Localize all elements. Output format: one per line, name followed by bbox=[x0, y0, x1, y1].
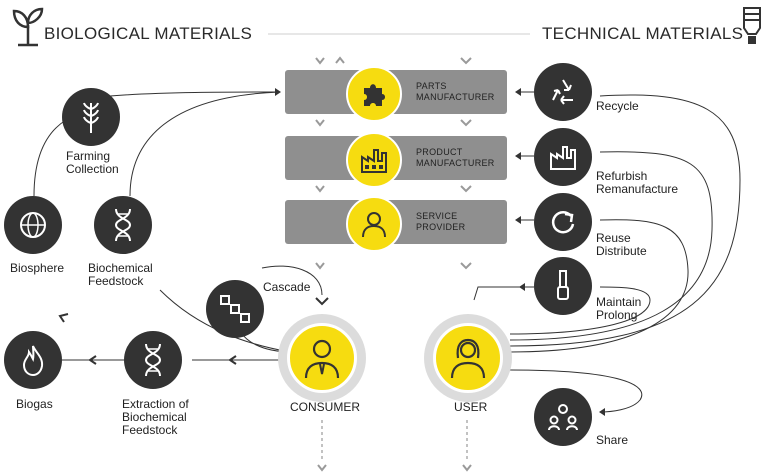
cascade-squares-icon bbox=[220, 295, 250, 323]
businessman-icon bbox=[304, 339, 340, 379]
wheat-icon bbox=[83, 102, 99, 133]
biosphere-node bbox=[4, 196, 62, 254]
reuse-node bbox=[534, 193, 592, 251]
consumer-node bbox=[278, 314, 366, 402]
technical-materials-heading: TECHNICAL MATERIALS bbox=[542, 24, 744, 43]
share-node bbox=[534, 388, 592, 446]
biogas-label: Biogas bbox=[16, 397, 53, 411]
woman-icon bbox=[450, 338, 486, 379]
cascade-label: Cascade bbox=[263, 280, 311, 294]
biological-materials-heading: BIOLOGICAL MATERIALS bbox=[44, 24, 253, 43]
globe-leaf-icon bbox=[20, 212, 46, 238]
reuse-arrow-icon bbox=[551, 211, 575, 234]
people-share-icon bbox=[548, 404, 578, 431]
cascade-node bbox=[206, 280, 264, 338]
share-label: Share bbox=[596, 433, 629, 447]
biosphere-label: Biosphere bbox=[10, 261, 65, 275]
puzzle-icon bbox=[346, 66, 402, 122]
user-label: USER bbox=[454, 400, 488, 414]
consumer-label: CONSUMER bbox=[290, 400, 361, 414]
biochemical-node bbox=[94, 196, 152, 254]
recycle-node bbox=[534, 63, 592, 121]
extraction-node bbox=[124, 331, 182, 389]
flame-icon bbox=[22, 345, 44, 377]
dna-icon bbox=[144, 343, 162, 377]
sprout-icon bbox=[10, 5, 46, 52]
maintain-node bbox=[534, 257, 592, 315]
dna-icon bbox=[114, 208, 132, 242]
lightbulb-icon bbox=[740, 4, 764, 53]
refurbish-node bbox=[534, 128, 592, 186]
factory-icon bbox=[346, 132, 402, 188]
factory-icon bbox=[550, 146, 576, 170]
recycle-label: Recycle bbox=[596, 99, 639, 113]
farming-node bbox=[62, 88, 120, 146]
screwdriver-icon bbox=[557, 270, 569, 300]
user-node bbox=[424, 314, 512, 402]
recycle-icon bbox=[552, 79, 573, 105]
person-icon bbox=[346, 196, 402, 252]
biogas-node bbox=[4, 331, 62, 389]
